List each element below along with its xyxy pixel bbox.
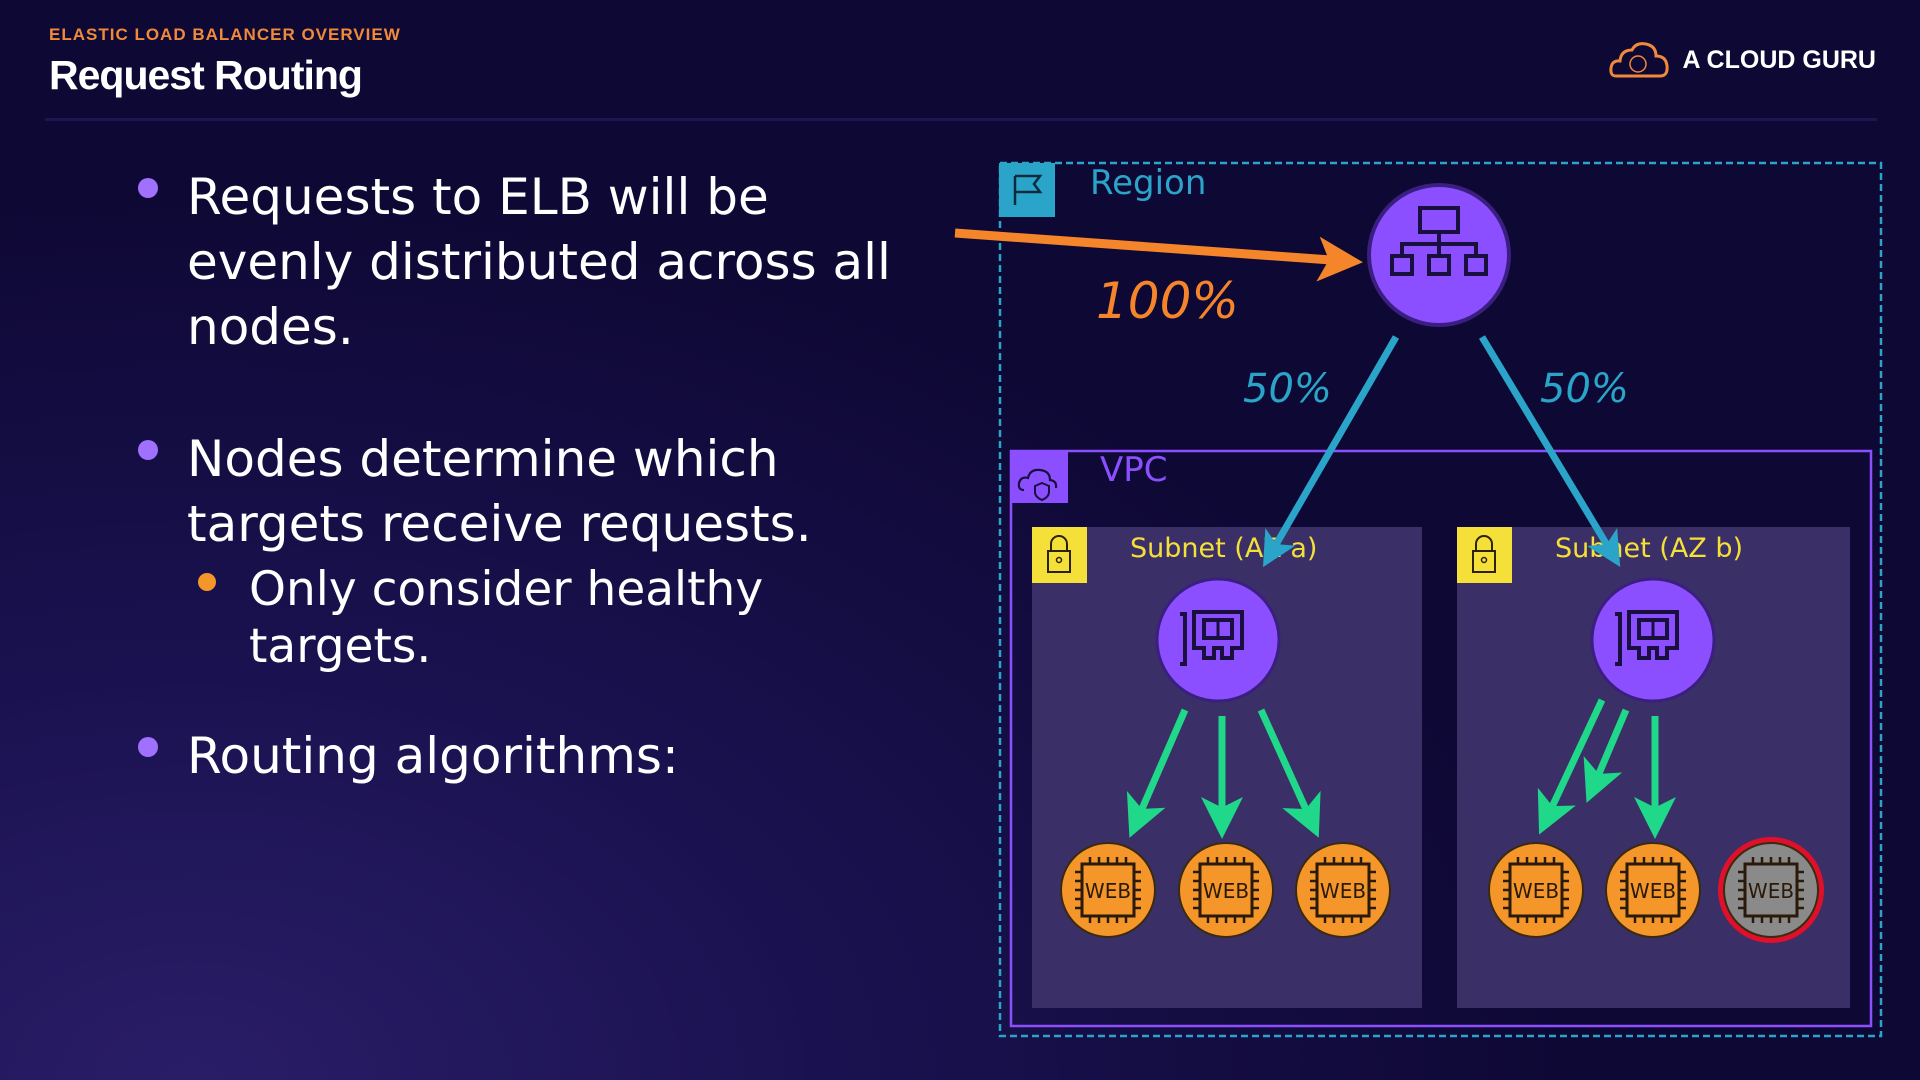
logo: A CLOUD GURU [1608,40,1876,80]
web-label: WEB [1203,879,1249,903]
subnet-label: Subnet (AZ a) [1130,533,1317,564]
web-target-healthy: WEB [1178,842,1274,938]
web-target-healthy: WEB [1488,842,1584,938]
bullet-1-line-2: evenly distributed across all [187,233,891,291]
sub-bullet-line-2: targets. [249,619,432,674]
logo-text: A CLOUD GURU [1682,45,1876,74]
vpc-cloud-icon [1011,451,1068,503]
web-label: WEB [1513,879,1559,903]
web-target-healthy: WEB [1605,842,1701,938]
routing-arrow [1583,708,1630,803]
routing-arrow [1126,708,1189,838]
region-box: Region [998,161,1883,1038]
subnet-label: Subnet (AZ b) [1555,533,1743,564]
load-balancer-icon [1367,183,1511,327]
web-label: WEB [1630,879,1676,903]
routing-arrow [1257,708,1321,838]
bullet-dot [138,737,158,757]
web-label: WEB [1320,879,1366,903]
web-target-healthy: WEB [1295,842,1391,938]
bullet-3-line-1: Routing algorithms: [187,727,679,785]
web-label: WEB [1748,879,1794,903]
web-label: WEB [1085,879,1131,903]
incoming-arrow [954,228,1363,282]
bullet-2-line-1: Nodes determine which [187,430,779,488]
flag-icon [999,163,1055,217]
vpc-label: VPC [1100,450,1168,490]
left-percent: 50% [1243,366,1332,412]
bullet-1-line-1: Requests to ELB will be [187,168,769,226]
elb-node-icon [1155,577,1281,703]
web-target-healthy: WEB [1060,842,1156,938]
sub-bullet-dot [198,573,216,591]
routing-arrow [1537,698,1606,835]
bullet-dot [138,440,158,460]
page-title: Request Routing [49,52,363,98]
vpc-box: VPC [1009,449,1873,1028]
cyan-arrow-right [1478,335,1621,568]
bullet-2-line-2: targets receive requests. [187,495,812,553]
bullet-dot [138,178,158,198]
incoming-percent: 100% [1096,272,1239,330]
bullet-1-line-3: nodes. [187,298,354,356]
cyan-arrow-left [1262,335,1400,568]
region-label: Region [1090,163,1206,203]
section-subtitle: ELASTIC LOAD BALANCER OVERVIEW [49,25,401,44]
cloud-logo-icon [1609,42,1670,78]
sub-bullet-line-1: Only consider healthy [249,562,764,617]
elb-node-icon [1590,577,1716,703]
web-target-unhealthy: WEB [1718,837,1824,943]
header-divider [45,118,1877,121]
right-percent: 50% [1540,366,1629,412]
